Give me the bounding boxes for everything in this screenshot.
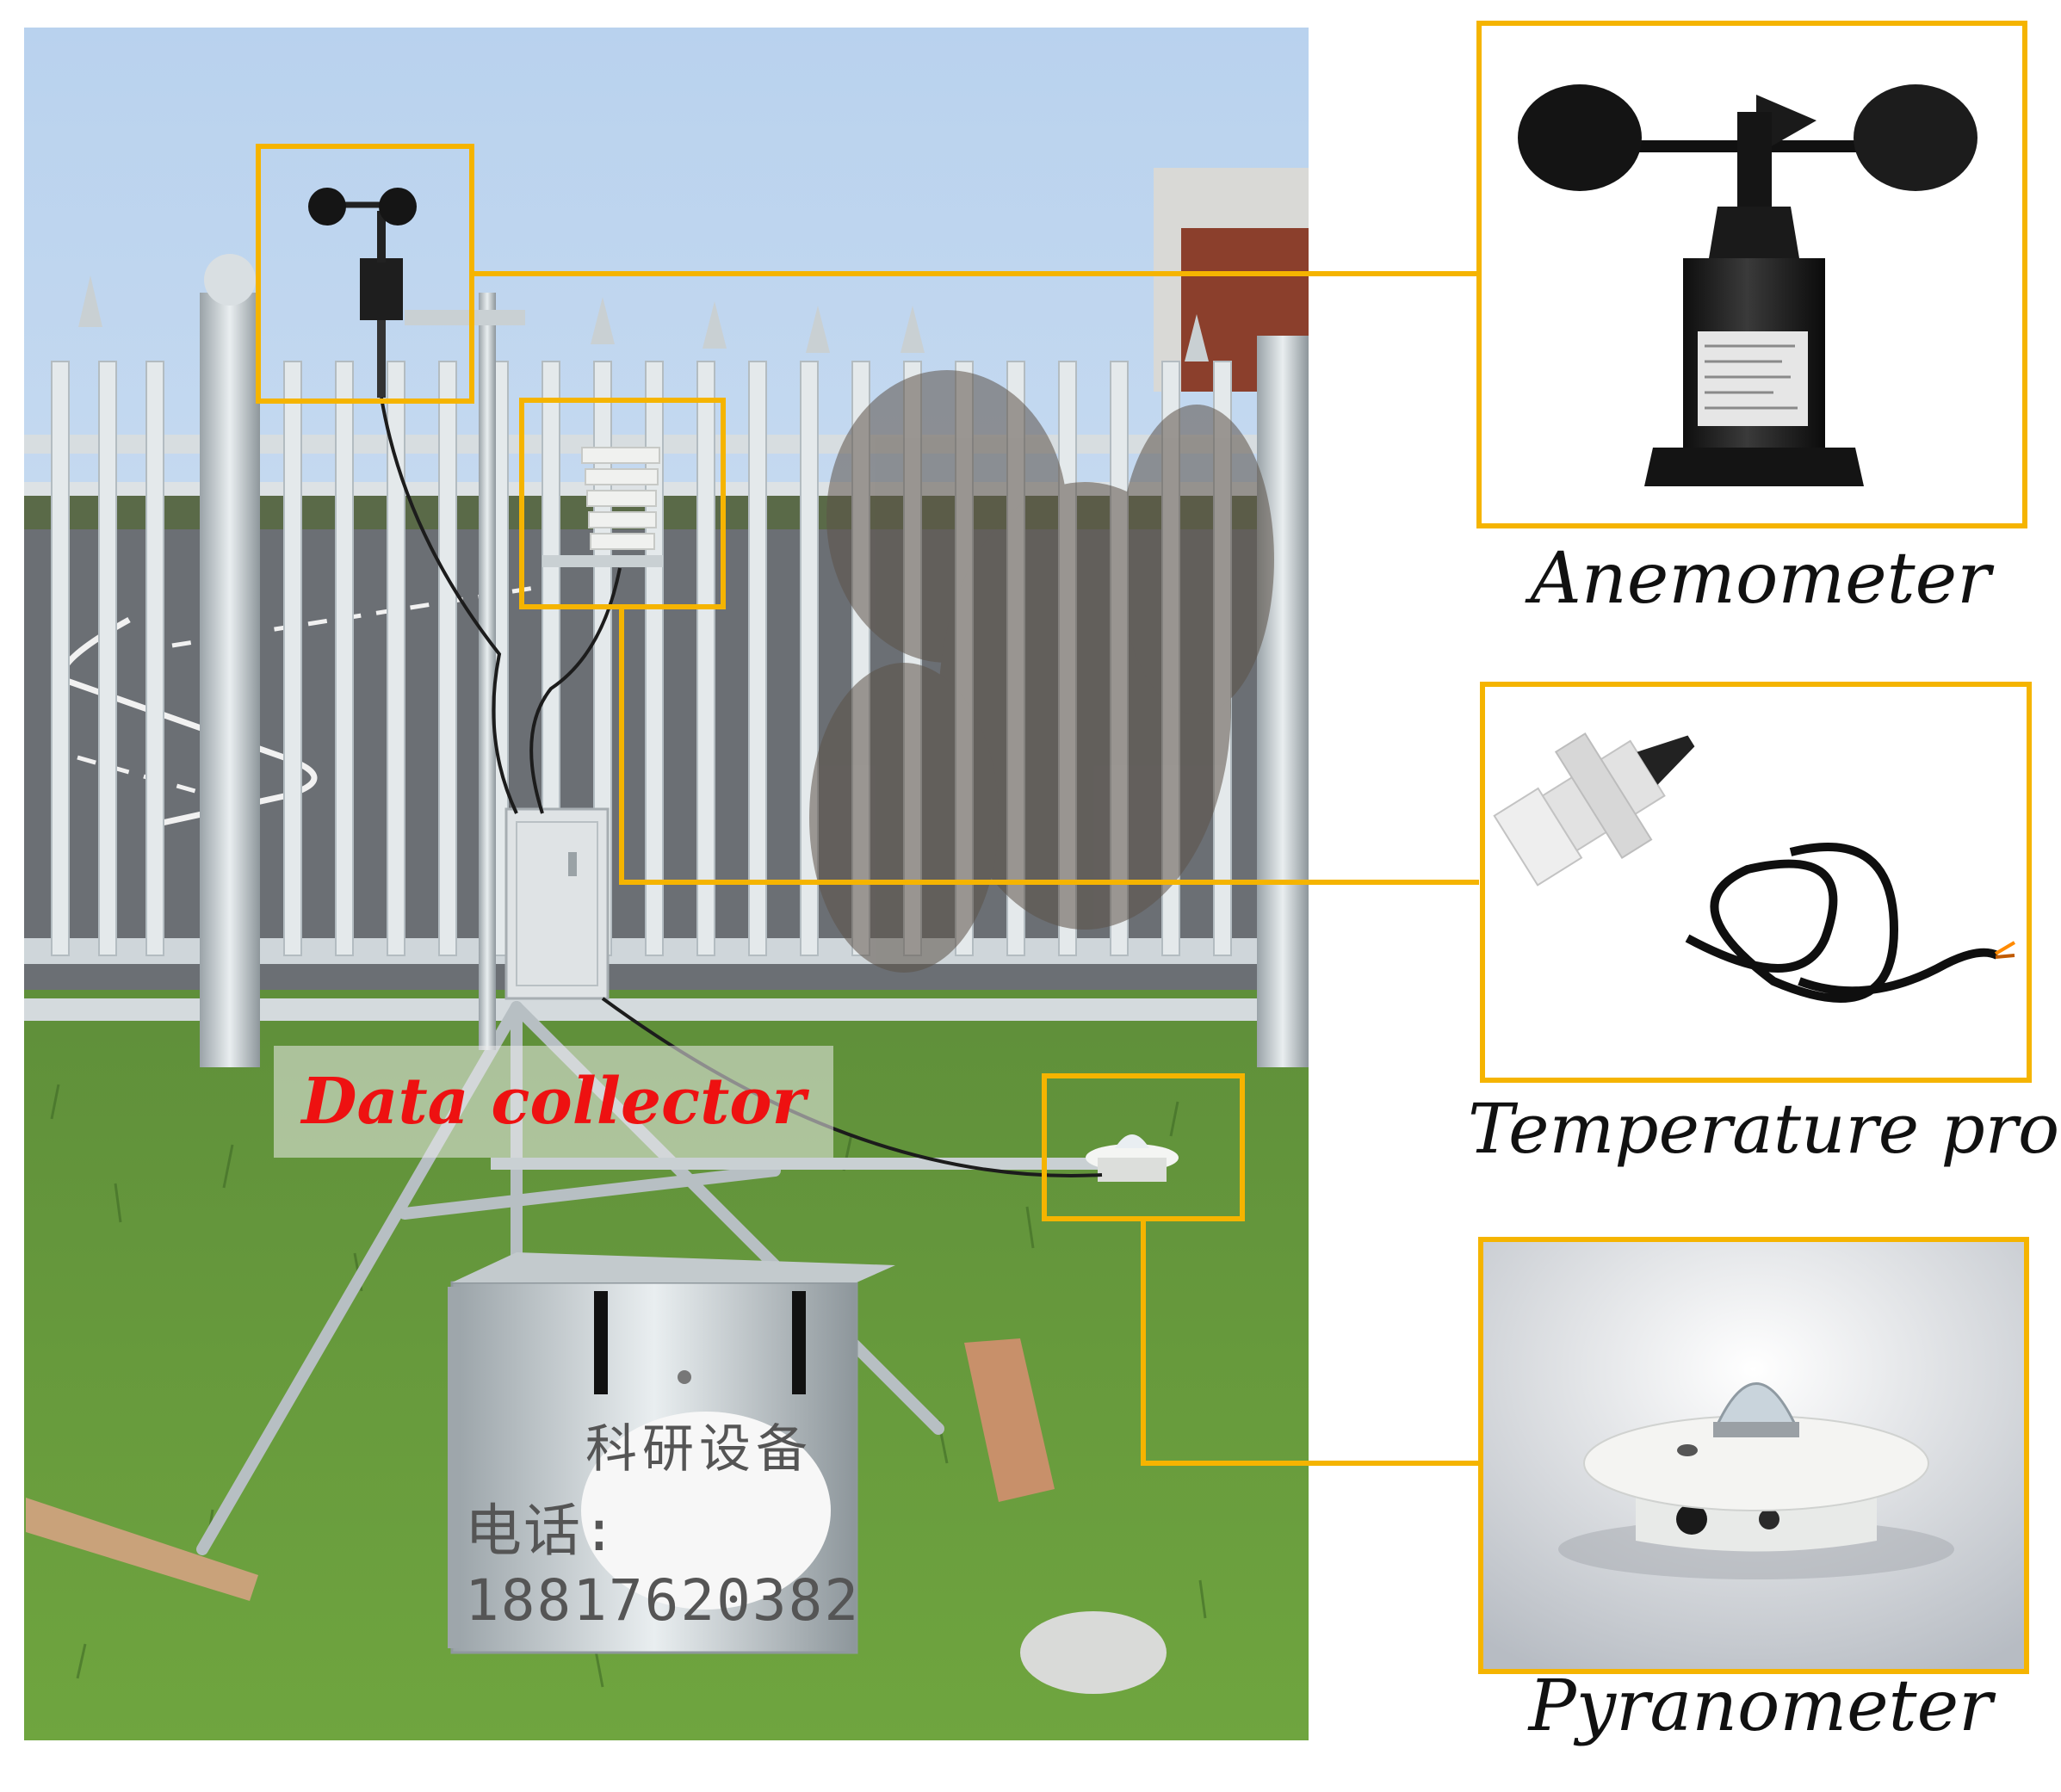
cup-left: [1518, 84, 1642, 191]
data-collector-text: Data collector: [301, 1065, 806, 1139]
handwriting-title: 科研设备: [585, 1419, 813, 1480]
pyranometer-dome: [1715, 1382, 1798, 1426]
caption-pyranometer: Pyranometer: [1528, 1665, 1993, 1747]
box-handwriting: 科研设备 电话: 18817620382: [465, 1377, 861, 1634]
data-collector-label: Data collector: [274, 1046, 833, 1158]
inset-temperature-probe: [1480, 682, 2032, 1083]
connector-temperature: [619, 607, 1479, 885]
field-battery-box: [448, 1252, 895, 1654]
callout-lines: [256, 144, 1479, 1466]
field-pyranometer: [1086, 1134, 1179, 1182]
paper-label: [581, 1412, 831, 1610]
inset-anemometer: [1476, 21, 2027, 528]
probe-bracket: [1554, 732, 1653, 859]
handwriting-phone: 电话: 18817620382: [465, 1498, 861, 1634]
probe-cable: [1685, 843, 2000, 1003]
field-anemometer: [308, 188, 417, 398]
cup-right: [1854, 84, 1977, 191]
field-temperature-probe: [542, 447, 663, 567]
field-data-collector-box: [504, 807, 610, 1000]
mast: [479, 293, 496, 1050]
fence-post: [200, 293, 260, 1067]
caption-temperature-probe: Temperature probe: [1468, 1089, 2061, 1169]
vines: [809, 370, 1274, 973]
inset-pyranometer: [1478, 1237, 2029, 1674]
caption-anemometer: Anemometer: [1530, 538, 1991, 620]
connector-pyranometer: [1141, 1219, 1479, 1466]
fence-post: [1257, 336, 1309, 1067]
